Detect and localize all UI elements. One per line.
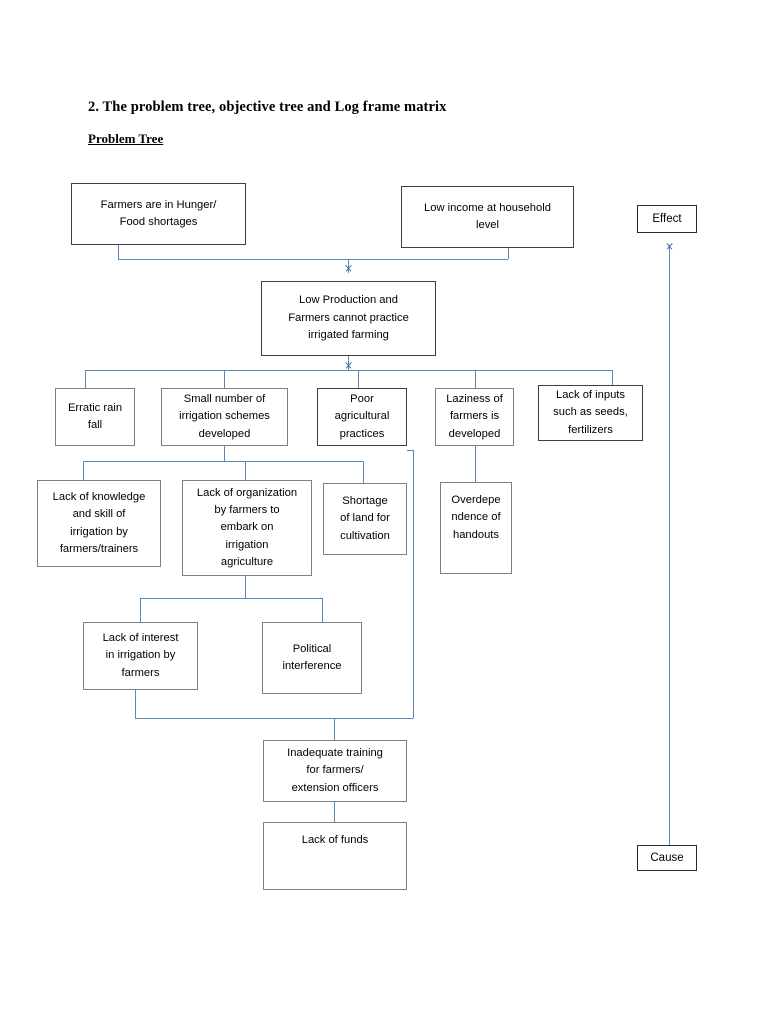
node-political-interference[interactable]: Political interference	[262, 622, 362, 694]
node-lack-of-inputs[interactable]: Lack of inputs such as seeds, fertilizer…	[538, 385, 643, 441]
arrowhead-up-effect	[664, 243, 675, 254]
connector-hunger-down	[118, 245, 119, 259]
node-low-income[interactable]: Low income at household level	[401, 186, 574, 248]
connector-drop-erratic	[85, 370, 86, 388]
node-inadequate-training[interactable]: Inadequate training for farmers/ extensi…	[263, 740, 407, 802]
legend-cause-box: Cause	[637, 845, 697, 871]
node-core-problem[interactable]: Low Production and Farmers cannot practi…	[261, 281, 436, 356]
node-label: Low Production and Farmers cannot practi…	[288, 294, 409, 342]
node-label: Shortage of land for cultivation	[340, 494, 390, 542]
node-label: Political interference	[282, 642, 342, 672]
connector-drop-interest	[140, 598, 141, 622]
connector-drop-political	[322, 598, 323, 622]
connector-practices-long-down	[413, 450, 414, 718]
connector-bus-level3	[140, 598, 322, 599]
node-shortage-of-land[interactable]: Shortage of land for cultivation	[323, 483, 407, 555]
node-label: Poor agricultural practices	[334, 392, 390, 440]
node-label: Lack of interest in irrigation by farmer…	[102, 631, 179, 679]
connector-bus-level2	[83, 461, 363, 462]
node-poor-agricultural-practices[interactable]: Poor agricultural practices	[317, 388, 407, 446]
node-small-number-irrigation-schemes[interactable]: Small number of irrigation schemes devel…	[161, 388, 288, 446]
node-label: Laziness of farmers is developed	[446, 392, 503, 440]
connector-lowincome-down	[508, 248, 509, 259]
node-label: Lack of knowledge and skill of irrigatio…	[52, 490, 146, 555]
node-farmers-hunger[interactable]: Farmers are in Hunger/ Food shortages	[71, 183, 246, 245]
connector-drop-practices	[358, 370, 359, 388]
connector-drop-laziness	[475, 370, 476, 388]
node-label: Inadequate training for farmers/ extensi…	[287, 746, 383, 794]
connector-drop-shortage	[363, 461, 364, 483]
node-label: Lack of inputs such as seeds, fertilizer…	[553, 388, 628, 436]
connector-bus-level4	[135, 718, 413, 719]
page-title: 2. The problem tree, objective tree and …	[88, 99, 447, 115]
node-overdependence-handouts[interactable]: Overdepe ndence of handouts	[440, 482, 512, 574]
connector-laziness-down	[475, 446, 476, 482]
connector-training-down	[334, 802, 335, 822]
node-label: Erratic rain fall	[67, 401, 123, 431]
node-label: Lack of organization by farmers to embar…	[196, 486, 298, 569]
connector-bus-effects	[118, 259, 508, 260]
node-label: Small number of irrigation schemes devel…	[179, 392, 270, 440]
node-lack-of-funds[interactable]: Lack of funds	[263, 822, 407, 890]
node-lack-of-organization[interactable]: Lack of organization by farmers to embar…	[182, 480, 312, 576]
connector-practices-right	[407, 450, 413, 451]
connector-drop-training	[334, 718, 335, 740]
node-label: Farmers are in Hunger/ Food shortages	[100, 198, 217, 228]
legend-effect-box: Effect	[637, 205, 697, 233]
node-label: Overdepe ndence of handouts	[451, 494, 501, 541]
node-lack-of-interest[interactable]: Lack of interest in irrigation by farmer…	[83, 622, 198, 690]
connector-drop-knowledge	[83, 461, 84, 480]
connector-schemes-down	[224, 446, 225, 461]
connector-interest-down	[135, 690, 136, 718]
node-lack-of-knowledge[interactable]: Lack of knowledge and skill of irrigatio…	[37, 480, 161, 567]
legend-cause-label: Cause	[650, 852, 684, 864]
connector-drop-organization	[245, 461, 246, 480]
node-erratic-rainfall[interactable]: Erratic rain fall	[55, 388, 135, 446]
connector-drop-schemes	[224, 370, 225, 388]
connector-organization-down	[245, 576, 246, 598]
node-label: Low income at household level	[424, 201, 551, 231]
arrowhead-up-core	[343, 265, 354, 276]
arrowhead-up-core-lower	[343, 362, 354, 373]
connector-cause-effect-axis	[669, 245, 670, 845]
node-laziness-of-farmers[interactable]: Laziness of farmers is developed	[435, 388, 514, 446]
connector-drop-inputs	[612, 370, 613, 385]
section-subtitle: Problem Tree	[88, 131, 164, 146]
legend-effect-label: Effect	[652, 213, 682, 225]
node-label: Lack of funds	[301, 834, 369, 846]
